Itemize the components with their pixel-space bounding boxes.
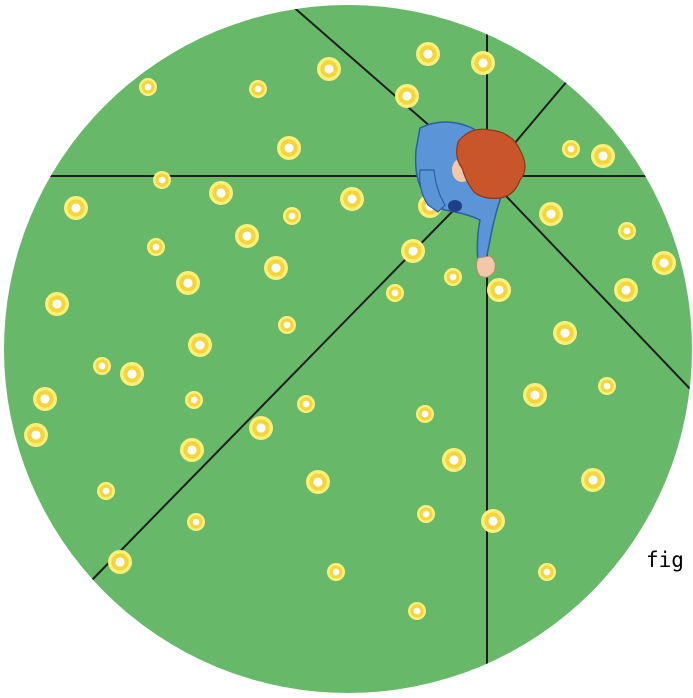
flower-2 bbox=[471, 51, 495, 75]
flowers bbox=[24, 42, 676, 620]
flower-21 bbox=[652, 251, 676, 275]
flower-20 bbox=[401, 239, 425, 263]
flower-34 bbox=[185, 391, 203, 409]
flower-26 bbox=[386, 284, 404, 302]
flower-22 bbox=[264, 256, 288, 280]
flower-29 bbox=[278, 316, 296, 334]
flower-45 bbox=[581, 468, 605, 492]
flower-30 bbox=[553, 321, 577, 345]
flower-49 bbox=[187, 513, 205, 531]
flower-24 bbox=[176, 271, 200, 295]
flower-1 bbox=[416, 42, 440, 66]
flower-35 bbox=[598, 377, 616, 395]
flower-8 bbox=[562, 140, 580, 158]
flower-36 bbox=[523, 383, 547, 407]
flower-31 bbox=[188, 333, 212, 357]
flower-32 bbox=[93, 357, 111, 375]
flower-46 bbox=[97, 482, 115, 500]
flower-41 bbox=[24, 423, 48, 447]
flower-52 bbox=[538, 563, 556, 581]
flower-18 bbox=[618, 222, 636, 240]
flower-27 bbox=[614, 278, 638, 302]
person-left-arm bbox=[419, 169, 446, 213]
flower-40 bbox=[249, 416, 273, 440]
flower-50 bbox=[108, 550, 132, 574]
flower-38 bbox=[297, 395, 315, 413]
flower-42 bbox=[180, 438, 204, 462]
flower-19 bbox=[147, 238, 165, 256]
flower-9 bbox=[591, 144, 615, 168]
sector-divider-5 bbox=[486, 175, 692, 393]
person-icon bbox=[414, 121, 526, 278]
flower-12 bbox=[340, 187, 364, 211]
person-hair bbox=[456, 128, 526, 199]
flower-53 bbox=[408, 602, 426, 620]
flower-6 bbox=[395, 84, 419, 108]
flower-5 bbox=[249, 80, 267, 98]
person-shoe bbox=[448, 200, 462, 212]
flower-10 bbox=[153, 171, 171, 189]
flower-44 bbox=[306, 470, 330, 494]
flower-7 bbox=[277, 136, 301, 160]
flower-28 bbox=[45, 292, 69, 316]
flower-3 bbox=[317, 57, 341, 81]
flower-23 bbox=[444, 268, 462, 286]
flower-33 bbox=[120, 362, 144, 386]
flower-37 bbox=[33, 387, 57, 411]
circular-field bbox=[4, 5, 692, 693]
flower-16 bbox=[539, 202, 563, 226]
flower-15 bbox=[283, 207, 301, 225]
flower-47 bbox=[417, 505, 435, 523]
flower-39 bbox=[416, 405, 434, 423]
flower-4 bbox=[139, 78, 157, 96]
flower-51 bbox=[327, 563, 345, 581]
person-right-hand bbox=[475, 255, 496, 278]
flower-13 bbox=[64, 196, 88, 220]
flower-17 bbox=[235, 224, 259, 248]
figure-caption: fig bbox=[646, 548, 684, 572]
flower-48 bbox=[481, 509, 505, 533]
flower-11 bbox=[209, 181, 233, 205]
flower-25 bbox=[487, 278, 511, 302]
flower-43 bbox=[442, 448, 466, 472]
